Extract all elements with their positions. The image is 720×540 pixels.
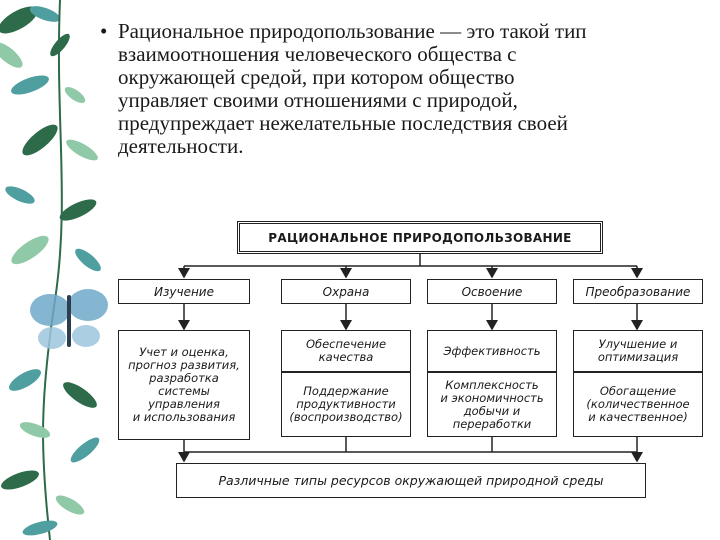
cell-line: Поддержание — [303, 384, 389, 398]
resources-box: Различные типы ресурсов окружающей приро… — [176, 463, 646, 498]
category-label: Преобразование — [585, 284, 691, 299]
category-box-study: Изучение — [118, 279, 250, 304]
butterfly-icon — [30, 289, 108, 349]
category-label: Освоение — [461, 284, 523, 299]
cell-line: и качественное) — [588, 410, 688, 424]
cell-transformation-enrichment: Обогащение (количественное и качественно… — [573, 372, 703, 437]
cell-line: (количественное — [586, 397, 690, 411]
cell-line: Эффективность — [443, 343, 541, 358]
cell-line: Улучшение и — [598, 337, 678, 351]
category-box-development: Освоение — [427, 279, 557, 304]
diagram-title-box: РАЦИОНАЛЬНОЕ ПРИРОДОПОЛЬЗОВАНИЕ — [237, 221, 603, 254]
diagram-title: РАЦИОНАЛЬНОЕ ПРИРОДОПОЛЬЗОВАНИЕ — [268, 230, 572, 245]
cell-development-complexity: Комплексность и экономичность добычи и п… — [427, 372, 557, 437]
cell-line: добычи и — [463, 403, 521, 418]
cell-line: переработки — [452, 416, 532, 431]
cell-line: Обогащение — [599, 384, 677, 398]
intro-line: Рациональное природопользование — это та… — [118, 19, 587, 43]
cell-line: системы — [158, 384, 210, 398]
cell-transformation-improvement: Улучшение и оптимизация — [573, 330, 703, 372]
bullet-marker: • — [100, 19, 108, 43]
intro-paragraph: • Рациональное природопользование — это … — [100, 20, 705, 158]
cell-line: прогноз развития, — [128, 358, 240, 372]
intro-line: взаимоотношения человеческого общества с — [118, 42, 517, 66]
cell-line: и экономичность — [440, 390, 544, 405]
category-label: Изучение — [154, 284, 214, 299]
leaves-bottom — [1, 369, 100, 536]
category-box-protection: Охрана — [281, 279, 411, 304]
cell-line: продуктивности — [296, 397, 396, 411]
cell-line: Обеспечение — [305, 337, 387, 351]
foliage-decoration — [0, 0, 108, 540]
cell-study-details: Учет и оценка, прогноз развития, разрабо… — [118, 330, 250, 440]
resources-label: Различные типы ресурсов окружающей приро… — [218, 473, 604, 488]
cell-line: управления — [148, 397, 220, 411]
cell-line: Учет и оценка, — [139, 345, 229, 359]
leaves-top — [0, 6, 86, 104]
leaves-middle — [5, 124, 101, 272]
cell-line: Комплексность — [445, 377, 539, 392]
intro-line: окружающей средой, при котором общество — [118, 65, 515, 89]
cell-line: (воспроизводство) — [289, 410, 403, 424]
intro-line: деятельности. — [118, 134, 244, 158]
cell-development-efficiency: Эффективность — [427, 330, 557, 372]
intro-line: предупреждает нежелательные последствия … — [118, 111, 568, 135]
cell-line: и использования — [132, 410, 236, 424]
category-box-transformation: Преобразование — [573, 279, 703, 304]
intro-line: управляет своими отношениями с природой, — [118, 88, 518, 112]
cell-line: разработка — [149, 371, 219, 385]
cell-protection-productivity: Поддержание продуктивности (воспроизводс… — [281, 372, 411, 437]
cell-protection-quality: Обеспечение качества — [281, 330, 411, 372]
category-label: Охрана — [322, 284, 370, 299]
cell-line: оптимизация — [597, 350, 679, 364]
cell-line: качества — [318, 350, 374, 364]
